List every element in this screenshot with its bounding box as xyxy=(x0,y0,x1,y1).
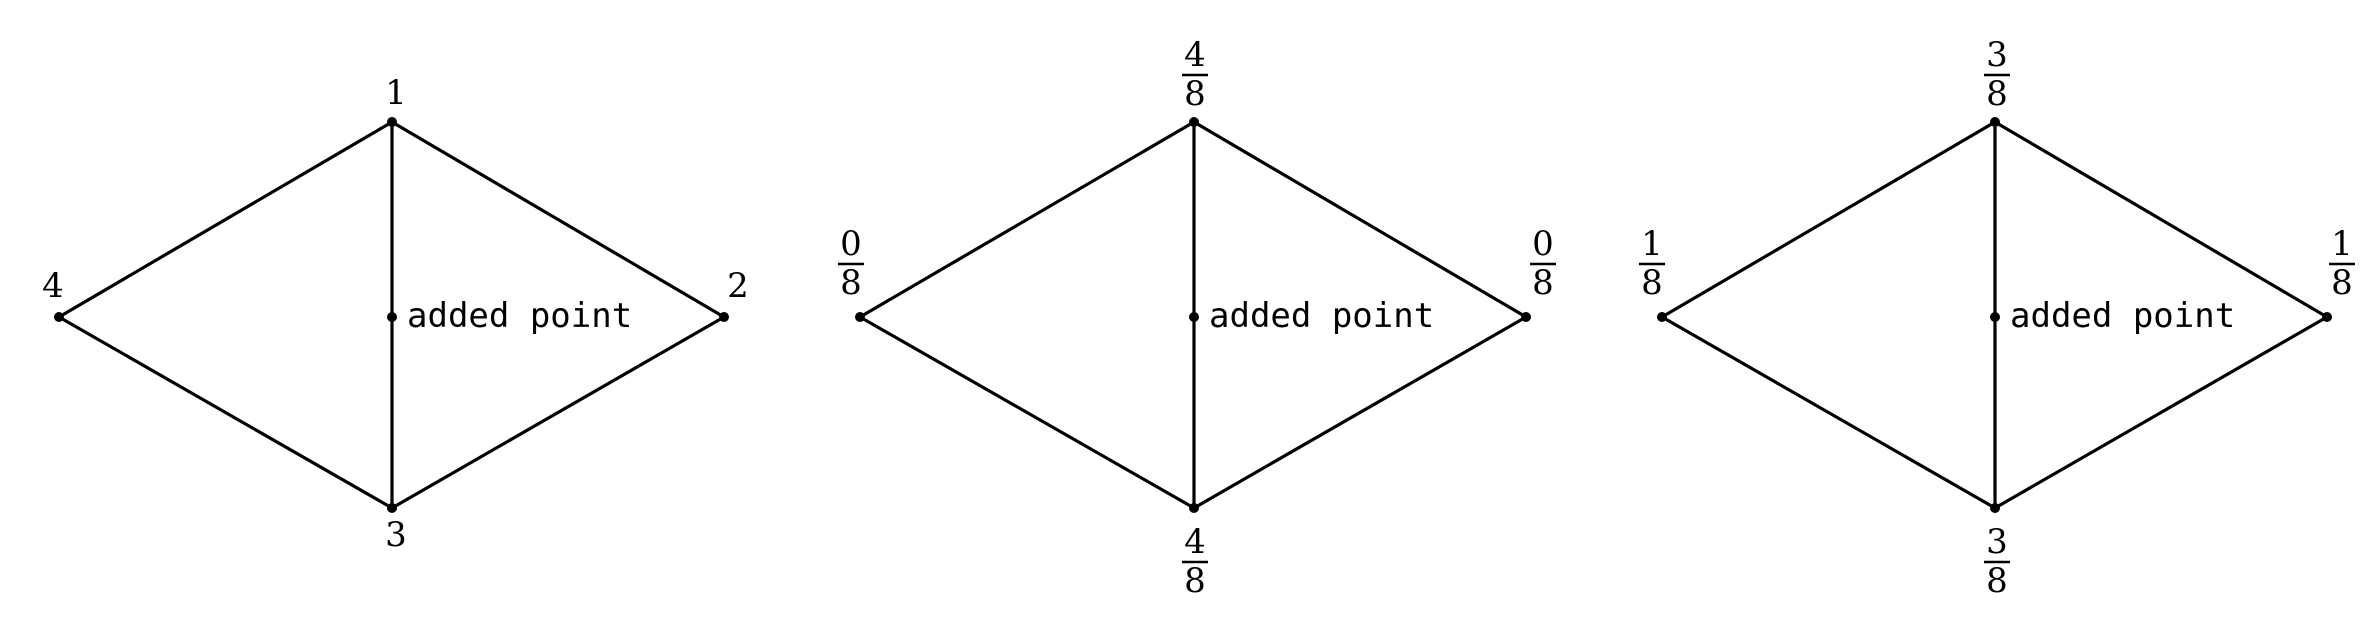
fraction-bottom-denominator: 8 xyxy=(1184,561,1206,601)
label-left: 4 xyxy=(42,266,64,306)
added-point xyxy=(387,312,397,322)
edge-top-right xyxy=(1192,120,1528,319)
fraction-top-numerator: 4 xyxy=(1184,35,1206,75)
added-point-label: added point xyxy=(407,296,632,336)
label-top: 1 xyxy=(385,73,407,113)
fraction-right-denominator: 8 xyxy=(1532,263,1554,303)
vertex-top xyxy=(1189,117,1199,127)
fraction-top: 3 8 xyxy=(1984,35,2010,114)
fraction-top: 4 8 xyxy=(1182,35,1208,114)
vertex-left xyxy=(54,312,64,322)
fraction-bottom: 4 8 xyxy=(1182,522,1208,601)
vertex-right xyxy=(719,312,729,322)
diagram-1: 1 2 3 4 added point xyxy=(42,73,749,555)
fraction-left: 1 8 xyxy=(1639,224,1665,303)
vertex-top xyxy=(1990,117,2000,127)
vertex-bottom xyxy=(1189,503,1199,513)
fraction-top-denominator: 8 xyxy=(1986,74,2008,114)
added-point xyxy=(1189,312,1199,322)
edge-left-top xyxy=(858,120,1196,319)
fraction-bottom-denominator: 8 xyxy=(1986,561,2008,601)
fraction-right-numerator: 1 xyxy=(2331,224,2353,264)
edge-right-bottom xyxy=(1192,315,1528,510)
added-point xyxy=(1990,312,2000,322)
fraction-bottom-numerator: 3 xyxy=(1986,522,2008,562)
diagram-3: 3 8 1 8 3 8 1 8 added point xyxy=(1639,35,2355,601)
fraction-left-denominator: 8 xyxy=(840,263,862,303)
vertex-right xyxy=(2322,312,2332,322)
edge-top-right xyxy=(390,120,726,319)
label-right: 2 xyxy=(727,266,749,306)
fraction-top-numerator: 3 xyxy=(1986,35,2008,75)
edge-bottom-left xyxy=(1660,315,1997,510)
edge-left-top xyxy=(1660,120,1997,319)
fraction-right-numerator: 0 xyxy=(1532,224,1554,264)
vertex-left xyxy=(1657,312,1667,322)
fraction-top-denominator: 8 xyxy=(1184,74,1206,114)
fraction-left-numerator: 1 xyxy=(1641,224,1663,264)
fraction-right: 1 8 xyxy=(2329,224,2355,303)
added-point-label: added point xyxy=(1209,296,1434,336)
edge-bottom-left xyxy=(57,315,394,510)
fraction-left-denominator: 8 xyxy=(1641,263,1663,303)
vertex-bottom xyxy=(1990,503,2000,513)
edge-left-top xyxy=(57,120,394,319)
added-point-label: added point xyxy=(2010,296,2235,336)
vertex-top xyxy=(387,117,397,127)
fraction-bottom: 3 8 xyxy=(1984,522,2010,601)
fraction-bottom-numerator: 4 xyxy=(1184,522,1206,562)
vertex-right xyxy=(1521,312,1531,322)
vertex-left xyxy=(855,312,865,322)
fraction-right: 0 8 xyxy=(1530,224,1556,303)
fraction-left-numerator: 0 xyxy=(840,224,862,264)
label-bottom: 3 xyxy=(385,515,407,555)
edge-right-bottom xyxy=(390,315,726,510)
vertex-bottom xyxy=(387,503,397,513)
fraction-left: 0 8 xyxy=(838,224,864,303)
fraction-right-denominator: 8 xyxy=(2331,263,2353,303)
edge-right-bottom xyxy=(1993,315,2329,510)
edge-top-right xyxy=(1993,120,2329,319)
diagram-2: 4 8 0 8 4 8 0 8 added point xyxy=(838,35,1556,601)
edge-bottom-left xyxy=(858,315,1196,510)
